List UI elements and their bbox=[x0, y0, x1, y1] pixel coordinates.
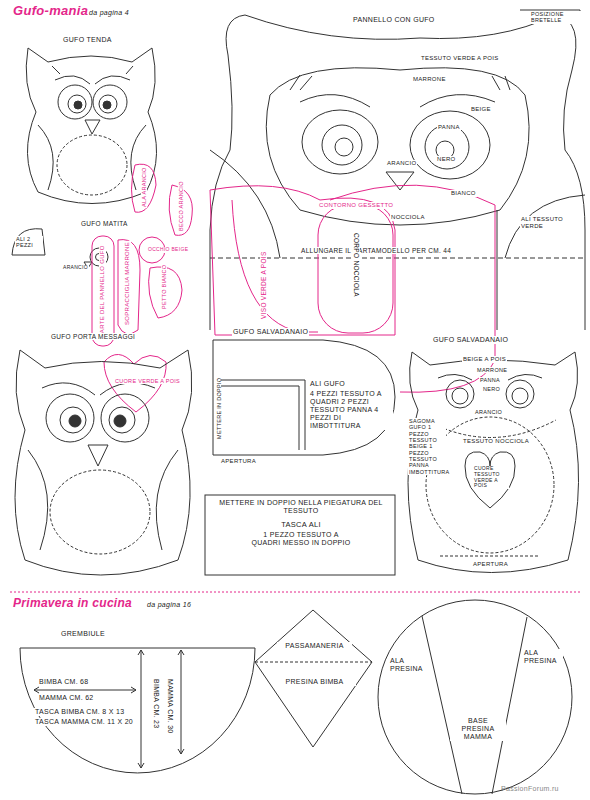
pattern-label: MARRONE bbox=[476, 367, 508, 373]
pattern-label: SAGOMA GUFO 1 PEZZO TESSUTO BEIGE 1 PEZZ… bbox=[408, 418, 446, 475]
pattern-label: TESSUTO VERDE A POIS bbox=[420, 55, 500, 62]
pattern-label: GUFO PORTA MESSAGGI bbox=[50, 333, 136, 340]
watermark: PassionForum.ru bbox=[500, 785, 560, 793]
pattern-label: GUFO SALVADANAIO bbox=[232, 328, 309, 336]
pattern-label: ALLUNGARE IL CARTAMODELLO PER CM. 44 bbox=[300, 247, 452, 254]
potholder-circle: ALA PRESINA ALA PRESINA BASE PRESINA MAMMA bbox=[377, 599, 573, 795]
pattern-label: CORPO NOCCIOLA bbox=[353, 232, 360, 298]
pattern-label: BEIGE A POIS bbox=[462, 356, 507, 363]
piece-outline bbox=[255, 610, 372, 662]
piece-label: ALA PRESINA bbox=[389, 657, 429, 673]
piece-label: TASCA ALI bbox=[250, 521, 352, 530]
pattern-label: da pagina 16 bbox=[146, 601, 192, 609]
pattern-label: ARANCIO bbox=[474, 409, 503, 415]
piece-label: PASSAMANERIA bbox=[277, 642, 352, 650]
pattern-label: PETTO BIANCO bbox=[161, 264, 167, 310]
pattern-label: CONTORNO GESSETTO bbox=[318, 202, 394, 209]
page-title: Gufo-mania bbox=[12, 4, 89, 19]
pattern-label: NERO bbox=[482, 386, 501, 392]
piece-label: ALA PRESINA bbox=[523, 649, 563, 665]
pattern-label: BECCO ARANCIO bbox=[178, 180, 184, 232]
piece-label: BIMBA CM. 68 bbox=[38, 678, 90, 686]
piece-label: TASCA MAMMA CM. 11 X 20 bbox=[34, 718, 134, 726]
pattern-label: CUORE VERDE A POIS bbox=[114, 378, 181, 384]
piece-label: METTERE IN DOPPIO NELLA PIEGATURA DEL TE… bbox=[209, 499, 393, 515]
pattern-label: MARRONE bbox=[412, 76, 447, 83]
piece-outline bbox=[20, 628, 255, 778]
pattern-label: GUFO MATITA bbox=[80, 220, 129, 227]
pattern-label: OCCHIO BEIGE bbox=[147, 247, 189, 253]
pattern-label: VISO VERDE A POIS bbox=[260, 250, 267, 320]
piece-label: BIMBA CM. 23 bbox=[152, 678, 160, 730]
pattern-label: PANNA bbox=[479, 377, 501, 383]
pattern-label: SOPRACCIGLIA MARRONE bbox=[124, 241, 131, 326]
pattern-label: ALI TESSUTO VERDE bbox=[520, 216, 568, 230]
piece-label: BASE PRESINA MAMMA bbox=[450, 717, 506, 741]
pattern-label: PANNELLO CON GUFO bbox=[352, 16, 436, 24]
piece-label: GREMBIULE bbox=[60, 630, 106, 638]
pattern-label: PARTE DEL PANNELLO GUFO bbox=[99, 244, 106, 338]
piece-label: MAMMA CM. 62 bbox=[38, 694, 95, 702]
piece-outline bbox=[377, 599, 573, 795]
potholder-piece: PRESINA BIMBA bbox=[255, 662, 372, 747]
pattern-label: ALA ARANCIO bbox=[141, 166, 147, 208]
pattern-label: Primavera in cucina bbox=[12, 597, 133, 611]
pattern-label: POSIZIONE BRETELLE bbox=[530, 11, 582, 24]
piece-label: ALI GUFO bbox=[309, 380, 391, 388]
piece-label: 1 PEZZO TESSUTO A QUADRI MESSO IN DOPPIO bbox=[250, 531, 352, 547]
pattern-label: TESSUTO NOCCIOLA bbox=[462, 438, 530, 445]
pattern-label: da pagina 4 bbox=[88, 9, 130, 17]
pattern-label: GUFO SALVADANAIO bbox=[432, 336, 509, 344]
piece-label: PRESINA BIMBA bbox=[273, 678, 356, 686]
apron-piece: GREMBIULE BIMBA CM. 68 MAMMA CM. 62 TASCA B… bbox=[20, 628, 255, 778]
pattern-label: NOCCIOLA bbox=[390, 214, 426, 221]
pattern-label: BEIGE bbox=[470, 106, 492, 113]
pattern-label: NERO bbox=[436, 156, 457, 163]
piece-outline bbox=[255, 662, 372, 747]
trim-triangle: PASSAMANERIA bbox=[255, 610, 372, 662]
pattern-label: ALI 2 PEZZI bbox=[15, 236, 43, 249]
pattern-label: ARANCIO bbox=[62, 265, 89, 271]
pattern-piece: METTERE IN DOPPIO NELLA PIEGATURA DEL TE… bbox=[205, 495, 395, 575]
pattern-label: ARANCIO bbox=[386, 160, 417, 167]
pattern-label: CUORE TESSUTO VERDE A POIS bbox=[473, 466, 509, 489]
piece-label: 4 PEZZI TESSUTO A QUADRI 2 PEZZI TESSUTO… bbox=[309, 390, 393, 430]
pattern-label: PANNA bbox=[437, 124, 461, 131]
pattern-label: GUFO TENDA bbox=[62, 36, 113, 44]
pattern-label: APERTURA bbox=[472, 561, 509, 568]
pattern-piece: ALI GUFO 4 PEZZI TESSUTO A QUADRI 2 PEZZI… bbox=[213, 340, 395, 455]
pattern-label: APERTURA bbox=[220, 458, 257, 465]
piece-label: MAMMA CM. 30 bbox=[166, 678, 174, 735]
pattern-label: BIANCO bbox=[450, 190, 477, 197]
piece-label: TASCA BIMBA CM. 8 X 13 bbox=[34, 708, 125, 716]
